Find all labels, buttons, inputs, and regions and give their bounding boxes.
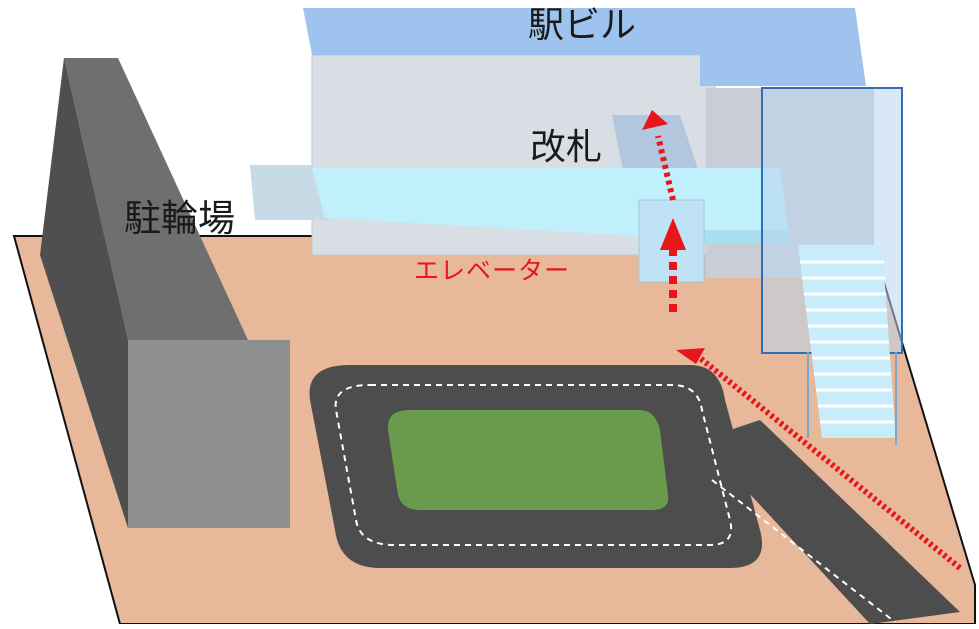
bicycle-parking-label: 駐輪場	[124, 197, 235, 240]
station-building-label: 駅ビル	[528, 5, 637, 46]
walkway-left	[250, 165, 330, 220]
bicycle-parking-side	[40, 58, 128, 528]
roundabout-island	[387, 410, 669, 510]
bicycle-parking-top	[64, 58, 248, 340]
stairs	[761, 87, 903, 445]
stairs-steps	[800, 260, 894, 424]
ticket-gate-passage	[612, 115, 700, 175]
roundabout-lane-line	[334, 384, 732, 546]
access-road	[700, 420, 960, 624]
ticket-gate-label: 改札	[530, 127, 603, 168]
route-arrow-icon	[676, 348, 962, 571]
access-road-lane-line	[711, 479, 896, 623]
roundabout	[309, 365, 960, 624]
station-building-roof	[303, 8, 866, 86]
elevator-label: エレベーター	[414, 256, 571, 285]
bicycle-parking-front	[128, 340, 290, 528]
bicycle-parking	[40, 58, 290, 528]
gate-arrow-icon	[642, 110, 676, 201]
elevator-arrow-icon	[660, 218, 686, 312]
